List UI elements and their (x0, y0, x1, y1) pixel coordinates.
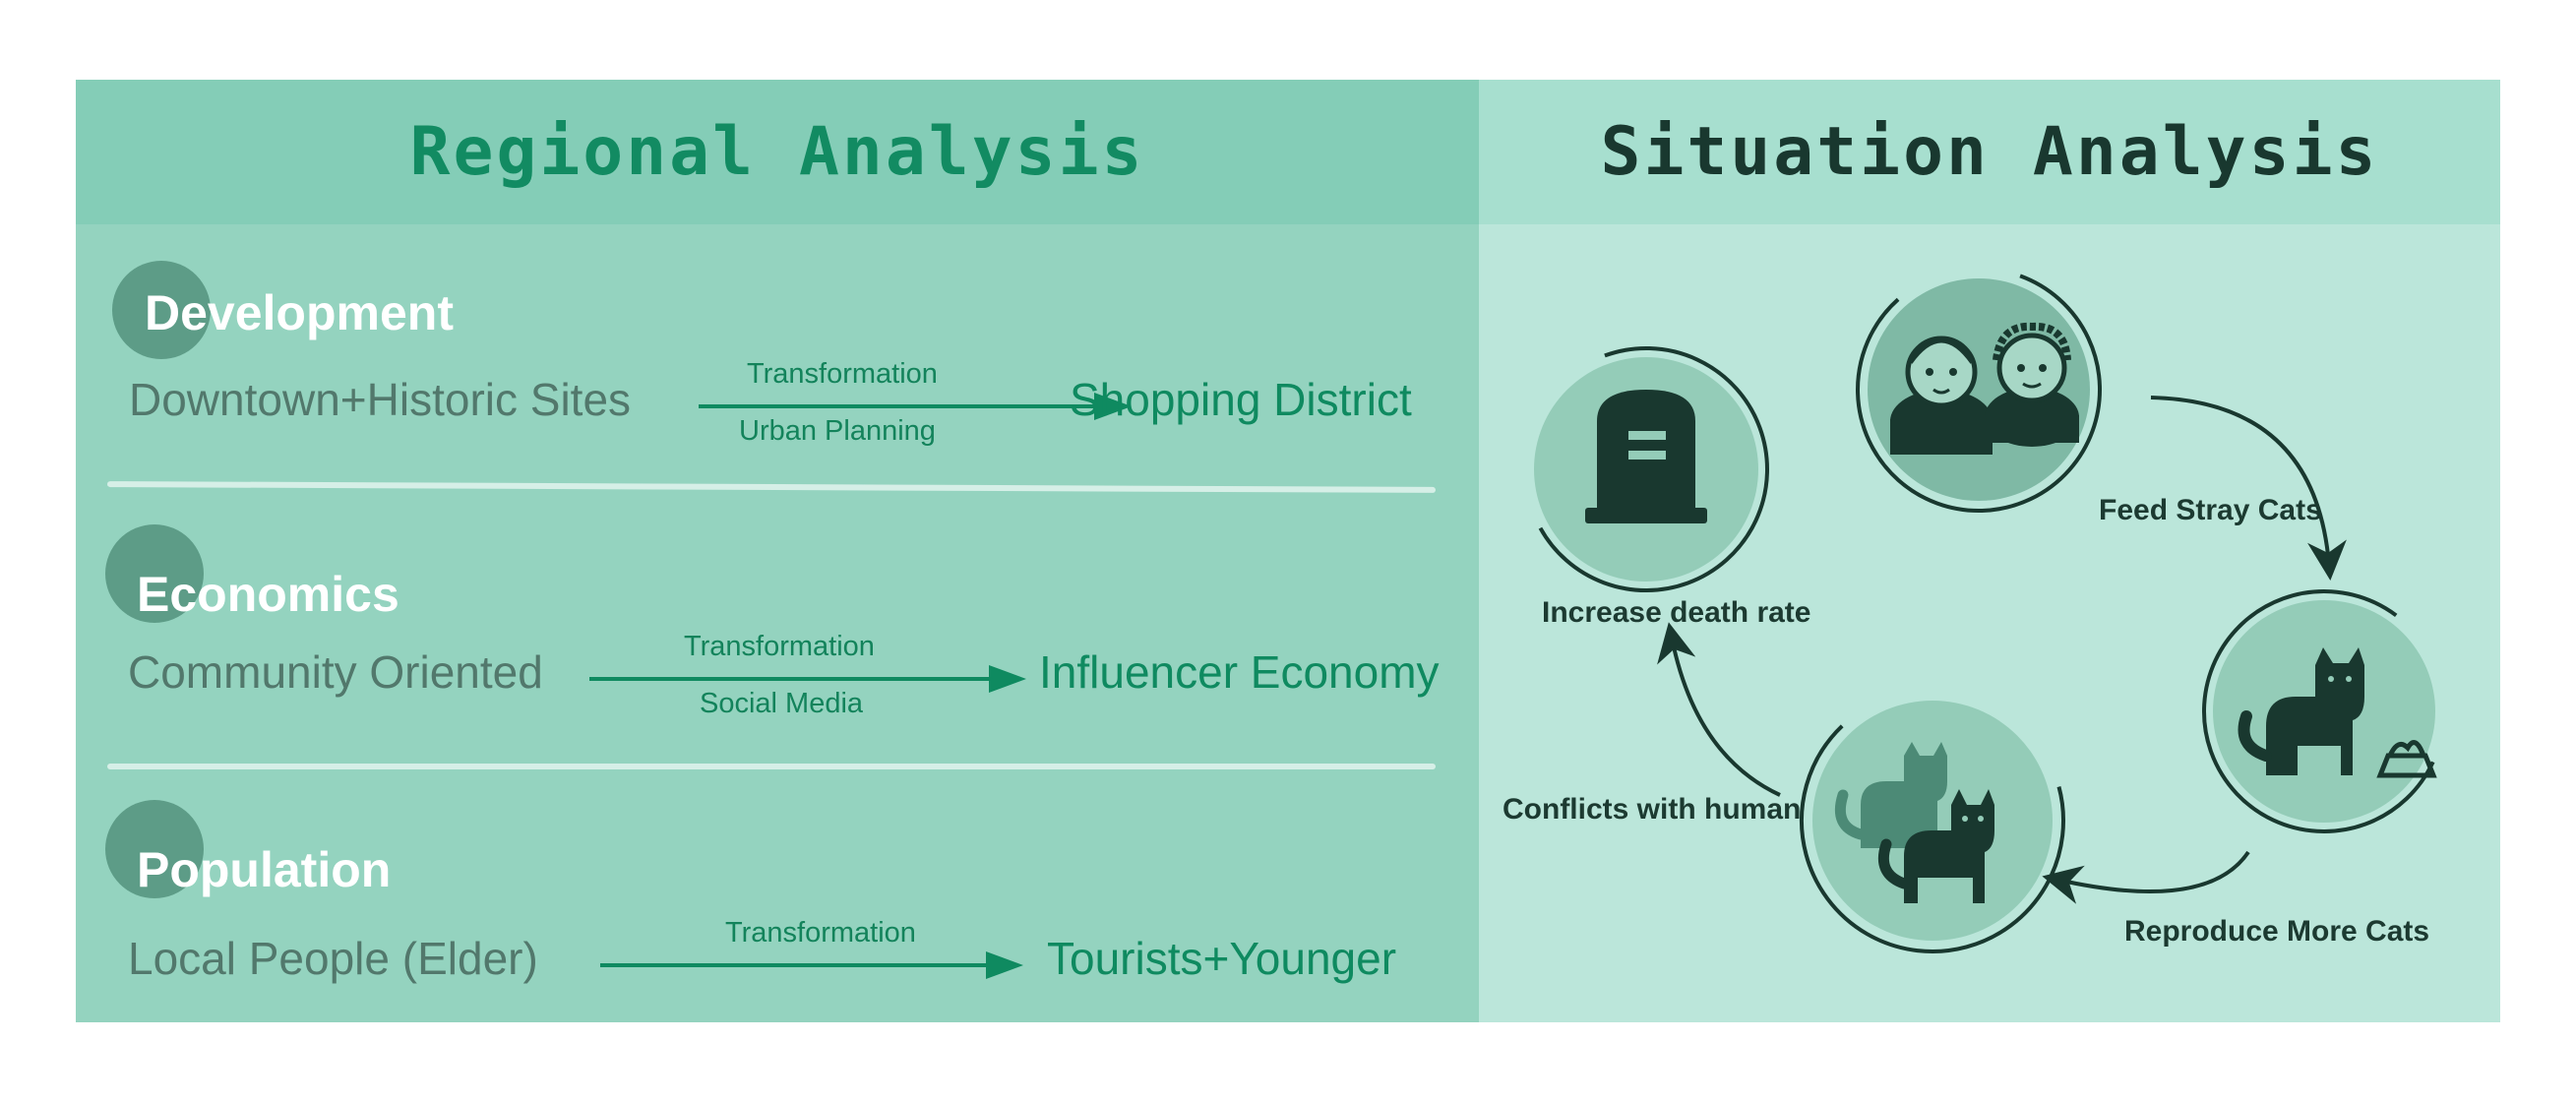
node-conflicts-with-human (1800, 688, 2065, 953)
arrow-reproduce-to-conflicts (2042, 850, 2250, 904)
arrow-conflicts-to-death (1657, 622, 1781, 797)
label-bottom-development: Urban Planning (739, 415, 936, 447)
node-feed-stray-cats (1856, 267, 2102, 513)
elderly-people-icon (1890, 322, 2079, 455)
separator-line (107, 764, 1436, 769)
two-cats-icon (1834, 742, 1994, 903)
source-economics: Community Oriented (128, 646, 543, 698)
label-top-economics: Transformation (684, 631, 875, 662)
step-label-feed: Feed Stray Cats (2099, 494, 2322, 526)
node-reproduce-more-cats (2202, 589, 2446, 833)
target-economics: Influencer Economy (1039, 646, 1440, 698)
step-label-conflicts: Conflicts with human (1503, 793, 1801, 826)
development-marker-circle (112, 261, 211, 359)
category-development: Development (145, 285, 454, 340)
node-increase-death-rate (1523, 346, 1769, 592)
arrow-feed-to-reproduce (2150, 396, 2347, 581)
step-label-death: Increase death rate (1542, 596, 1810, 629)
source-population: Local People (Elder) (128, 933, 538, 984)
economics-marker-circle (105, 524, 204, 623)
target-development: Shopping District (1070, 374, 1412, 425)
step-label-reproduce: Reproduce More Cats (2124, 915, 2429, 948)
cat-with-food-bowl-icon (2238, 647, 2437, 778)
label-bottom-economics: Social Media (700, 688, 864, 719)
population-marker-circle (105, 800, 204, 898)
label-top-development: Transformation (747, 358, 938, 390)
category-economics: Economics (137, 567, 399, 622)
arrow-population (600, 951, 1023, 979)
separator-line (106, 481, 1437, 493)
tombstone-icon (1585, 390, 1707, 523)
arrow-development (699, 393, 1132, 420)
regional-analysis-title: Regional Analysis (76, 80, 1479, 224)
cat-cycle-diagram: Feed Stray Cats Reproduce More Cats Conf… (1503, 267, 2446, 953)
regional-analysis-panel: Regional Analysis Development Downtown+H… (76, 80, 1479, 1022)
category-population: Population (137, 842, 392, 897)
arrow-economics (589, 665, 1026, 693)
source-development: Downtown+Historic Sites (129, 374, 632, 425)
situation-analysis-title: Situation Analysis (1479, 80, 2500, 224)
target-population: Tourists+Younger (1047, 933, 1397, 984)
label-top-population: Transformation (725, 917, 916, 949)
